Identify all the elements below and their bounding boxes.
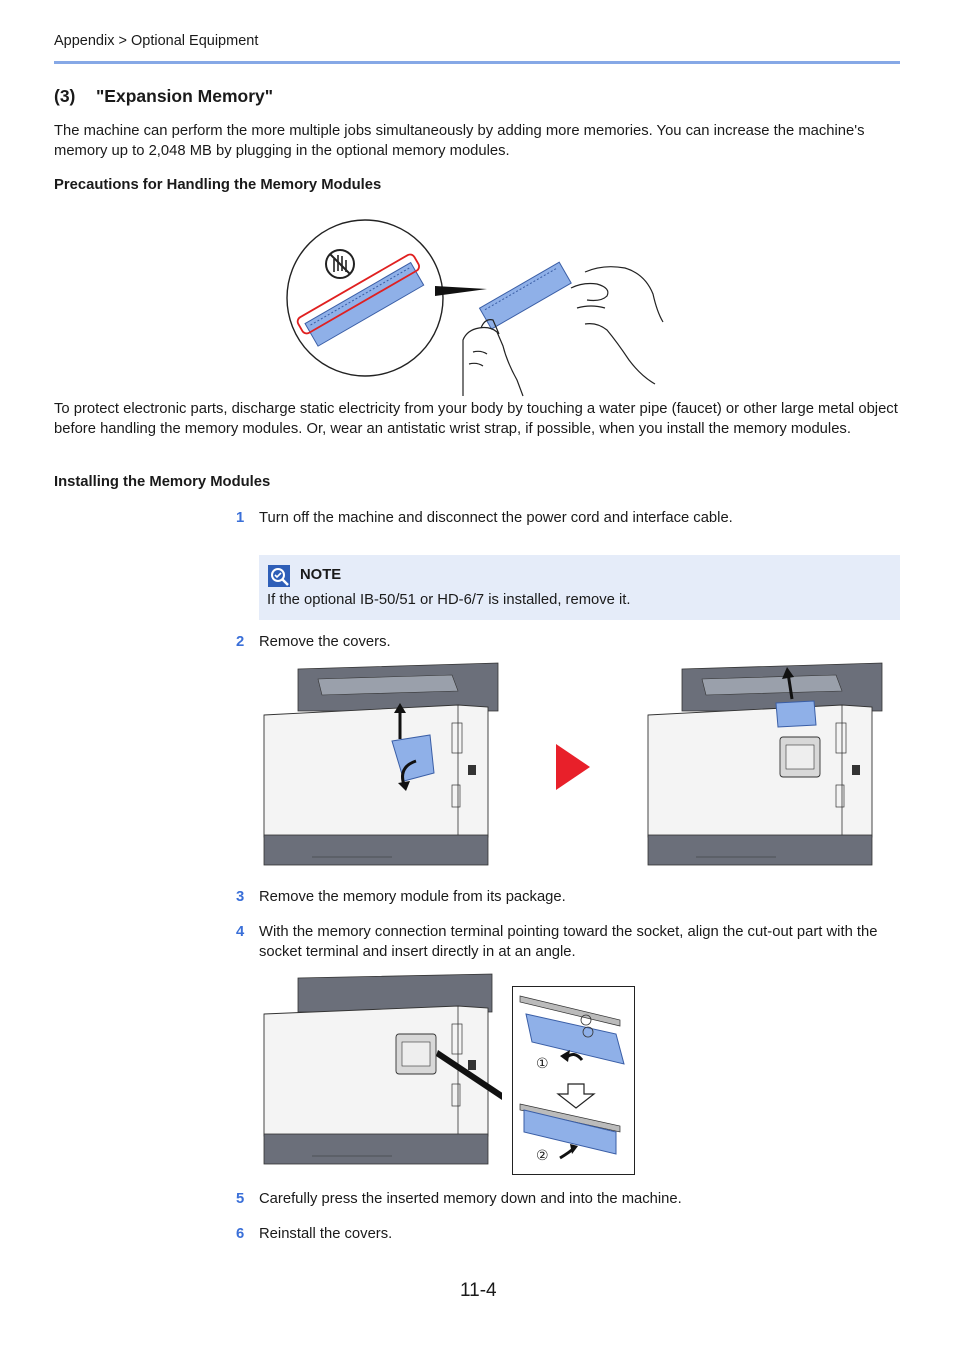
label-1: ① (536, 1056, 549, 1072)
next-step-arrow-icon (556, 744, 590, 790)
memory-cover (391, 734, 435, 782)
step-text: Turn off the machine and disconnect the … (259, 510, 733, 526)
step-2: 2 Remove the covers. (236, 632, 900, 652)
installing-heading: Installing the Memory Modules (54, 474, 271, 490)
down-arrow-icon (556, 1083, 596, 1109)
section-number: (3) (54, 86, 76, 106)
step-4: 4 With the memory connection terminal po… (236, 922, 900, 962)
step-number: 5 (236, 1191, 245, 1207)
printer-cover-on-illustration (263, 662, 499, 866)
memory-module (478, 261, 572, 330)
step-number: 3 (236, 889, 245, 905)
note-box (259, 555, 900, 620)
step-6: 6 Reinstall the covers. (236, 1224, 900, 1244)
page-number: 11-4 (460, 1280, 497, 1301)
header-divider (54, 61, 900, 64)
step-text: With the memory connection terminal poin… (259, 924, 878, 960)
section-title-text: "Expansion Memory" (96, 86, 274, 106)
step-text: Reinstall the covers. (259, 1226, 393, 1242)
step-3: 3 Remove the memory module from its pack… (236, 887, 900, 907)
precautions-text: To protect electronic parts, discharge s… (54, 401, 898, 437)
handling-illustration (286, 219, 664, 397)
step-number: 2 (236, 634, 245, 650)
precautions-heading: Precautions for Handling the Memory Modu… (54, 177, 382, 193)
note-text: If the optional IB-50/51 or HD-6/7 is in… (267, 592, 631, 608)
hands-drawing (462, 266, 664, 397)
module-inserted (523, 1109, 617, 1155)
label-2: ② (536, 1148, 549, 1164)
step-number: 1 (236, 510, 245, 526)
note-title: NOTE (300, 567, 342, 583)
step-text: Carefully press the inserted memory down… (259, 1191, 682, 1207)
step-number: 4 (236, 924, 245, 940)
step-text: Remove the covers. (259, 634, 391, 650)
section-title: (3) "Expansion Memory" (54, 86, 273, 107)
insertion-detail-illustration: ① ② (512, 986, 635, 1175)
printer-cover-off-illustration (647, 662, 883, 866)
breadcrumb: Appendix > Optional Equipment (54, 33, 259, 49)
step-5: 5 Carefully press the inserted memory do… (236, 1189, 900, 1209)
intro-paragraph: The machine can perform the more multipl… (54, 123, 865, 159)
magnify-pointer (435, 286, 487, 296)
note-icon (268, 565, 290, 587)
edge-highlight (296, 253, 420, 335)
step-1: 1 Turn off the machine and disconnect th… (236, 508, 900, 528)
printer-slot-illustration (263, 973, 502, 1165)
memory-module-closeup (296, 253, 425, 347)
step-number: 6 (236, 1226, 245, 1242)
no-touch-icon (325, 249, 355, 279)
step-text: Remove the memory module from its packag… (259, 889, 566, 905)
removed-cover (775, 700, 817, 728)
